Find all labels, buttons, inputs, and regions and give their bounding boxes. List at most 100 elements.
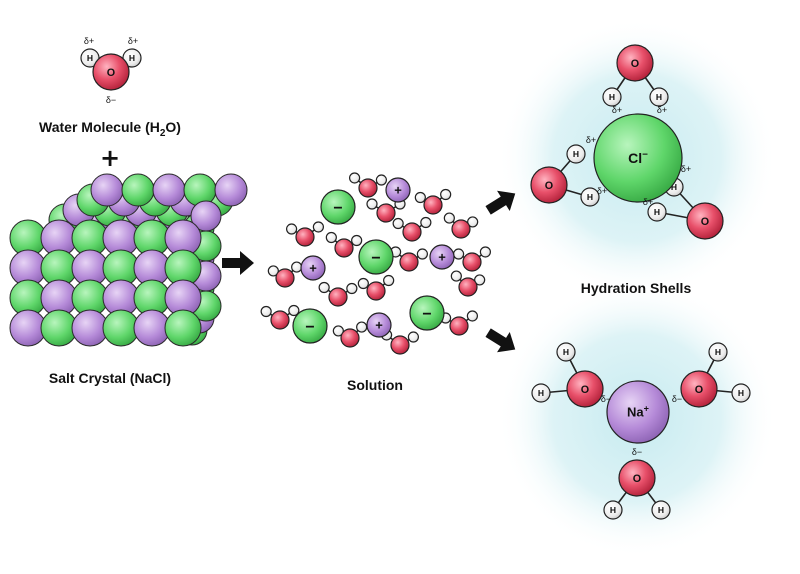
sodium-ion-symbol: + xyxy=(394,183,402,198)
sodium-ion: + xyxy=(366,312,392,338)
hydrogen-atom xyxy=(479,246,491,258)
hydrogen-atom-sphere xyxy=(346,282,358,295)
hydrogen-atom-symbol: H xyxy=(587,192,593,202)
oxygen-atom-sphere xyxy=(295,227,315,247)
hydrogen-atom-symbol: H xyxy=(538,388,544,398)
arrows xyxy=(222,190,516,353)
sodium-ion-charge: + xyxy=(644,403,649,413)
hydrogen-atom xyxy=(416,248,428,260)
water-molecule xyxy=(414,188,452,215)
chloride-ion xyxy=(121,173,155,207)
hydrogen-atom: H xyxy=(566,144,586,164)
chloride-ion-sphere xyxy=(409,295,445,331)
hydrogen-atom xyxy=(356,321,368,333)
hydrogen-atom: H xyxy=(647,202,667,222)
hydrogen-atom-symbol: H xyxy=(656,92,662,102)
oxygen-atom xyxy=(366,281,386,301)
hydrogen-atom xyxy=(318,281,330,294)
oxygen-atom-sphere xyxy=(686,202,724,240)
hydrogen-atom-sphere xyxy=(407,331,419,343)
chloride-ion: Cl− xyxy=(593,113,683,203)
hydrogen-atom-sphere xyxy=(366,198,378,210)
hydrogen-atom-symbol: H xyxy=(573,149,579,159)
hydrogen-atom xyxy=(357,277,369,290)
hydrogen-atom-sphere xyxy=(351,234,363,247)
hydrogen-atom xyxy=(267,265,279,277)
hydrogen-atom-sphere xyxy=(580,187,600,207)
oxygen-atom-sphere xyxy=(423,195,443,215)
salt-crystal-caption: Salt Crystal (NaCl) xyxy=(49,370,171,386)
hydrogen-atom-sphere xyxy=(440,188,452,201)
oxygen-atom-sphere xyxy=(92,53,130,91)
hydrogen-atom xyxy=(420,216,432,229)
chloride-ion: − xyxy=(358,239,394,275)
water-molecule xyxy=(260,304,300,330)
oxygen-atom xyxy=(340,328,360,348)
hydrogen-atom-sphere xyxy=(649,87,669,107)
sodium-ion-sphere xyxy=(366,312,392,338)
hydrogen-atom xyxy=(351,234,363,247)
hydrogen-atom-sphere xyxy=(392,217,404,230)
water-molecule xyxy=(443,212,479,239)
hydrogen-atom-sphere xyxy=(647,202,667,222)
sodium-ion-sphere xyxy=(385,177,411,203)
oxygen-atom xyxy=(462,252,482,272)
oxygen-atom-sphere xyxy=(402,222,422,242)
oxygen-atom-sphere xyxy=(390,335,410,355)
plus-sign: + xyxy=(100,144,120,172)
oxygen-atom-sphere xyxy=(618,459,656,497)
hydrogen-atom xyxy=(440,188,452,201)
arrow-to-sodium-shell xyxy=(485,328,516,353)
arrow-to-solution-shape xyxy=(222,251,254,275)
water-molecule xyxy=(349,172,387,198)
partial-charge-label: δ+ xyxy=(84,36,94,46)
water-molecule xyxy=(318,281,358,307)
oxygen-atom xyxy=(270,310,290,330)
hydrogen-atom: H xyxy=(603,500,623,520)
hydrogen-atom xyxy=(375,174,387,186)
water-molecule xyxy=(453,246,491,272)
partial-charge-label: δ+ xyxy=(657,105,667,115)
hydrogen-atom-sphere xyxy=(325,231,337,244)
oxygen-atom-symbol: O xyxy=(695,384,703,396)
oxygen-atom-symbol: O xyxy=(545,180,553,192)
sodium-ion-symbol: + xyxy=(375,318,383,333)
hydrogen-atom-sphere xyxy=(414,191,426,204)
salt-crystal-lattice xyxy=(9,173,248,347)
oxygen-atom: O xyxy=(530,166,568,204)
oxygen-atom: O xyxy=(686,202,724,240)
sodium-ion-sphere xyxy=(300,255,326,281)
oxygen-atom-symbol: O xyxy=(701,216,709,228)
hydrogen-atom: H xyxy=(708,342,728,362)
hydrogen-atom-sphere xyxy=(531,383,551,403)
chloride-ion: − xyxy=(292,308,328,344)
partial-charge-label: δ− xyxy=(632,447,642,457)
arrow-to-chloride-shell xyxy=(485,190,516,215)
arrow-to-sodium-shell-shape xyxy=(485,328,516,353)
oxygen-atom xyxy=(328,287,348,307)
arrow-to-solution xyxy=(222,251,254,275)
oxygen-atom-sphere xyxy=(530,166,568,204)
hydrogen-atom xyxy=(332,325,344,337)
hydrogen-atom xyxy=(366,198,378,210)
sodium-ion-sphere xyxy=(606,380,670,444)
chloride-ion-charge: − xyxy=(642,149,648,160)
oxygen-atom xyxy=(402,222,422,242)
hydrogen-atom-sphere xyxy=(479,246,491,258)
oxygen-atom-sphere xyxy=(566,370,604,408)
hydrogen-atom-symbol: H xyxy=(738,388,744,398)
chloride-ion xyxy=(164,309,202,347)
chloride-ion: − xyxy=(409,295,445,331)
hydrogen-atom xyxy=(414,191,426,204)
hydrogen-atom-sphere xyxy=(318,281,330,294)
sodium-ion: + xyxy=(429,244,455,270)
partial-charge-label: δ+ xyxy=(681,164,691,174)
hydrogen-atom-sphere xyxy=(466,310,478,322)
partial-charge-label: δ+ xyxy=(586,135,596,145)
hydrogen-atom-symbol: H xyxy=(671,182,677,192)
chloride-ion-sphere xyxy=(292,308,328,344)
hydrogen-atom-sphere xyxy=(420,216,432,229)
